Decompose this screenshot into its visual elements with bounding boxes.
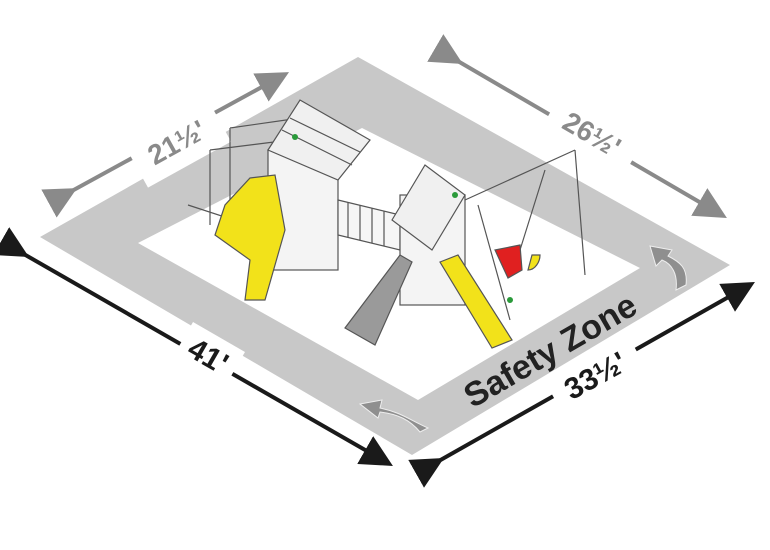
climbing-wall: [344, 254, 413, 346]
wave-slide: [439, 254, 513, 349]
tube-slide: [214, 174, 286, 301]
safety-zone-area: [40, 57, 730, 455]
playset-illustration: [187, 99, 586, 349]
swing-seat: [527, 254, 541, 271]
swing-seat: [494, 244, 523, 279]
direction-arrow-icon: [649, 245, 687, 291]
